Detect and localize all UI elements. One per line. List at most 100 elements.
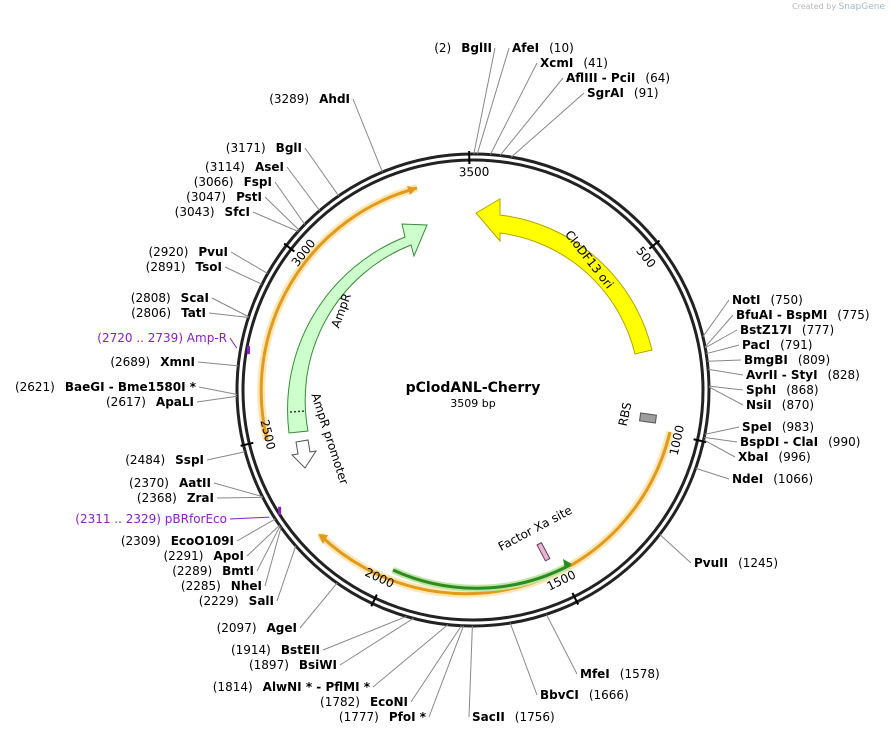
enzyme-name: BglII [461, 41, 492, 55]
site-label: (2484)SspI [125, 453, 204, 467]
site-position: (2370) [129, 476, 169, 490]
site-label: (2285)NheI [181, 579, 262, 593]
site-position: (3047) [186, 190, 226, 204]
restriction-site: (2370) AatII [129, 476, 263, 498]
site-leader [708, 385, 744, 391]
enzyme-name: PfoI * [389, 710, 427, 724]
enzyme-name: BstZ17I [740, 323, 792, 337]
enzyme-name: ZraI [187, 491, 214, 505]
restriction-site: (1814) AlwNI * - PflMI * [213, 624, 449, 694]
site-leader [211, 297, 249, 318]
restriction-site: (2689)XmnI [110, 355, 239, 369]
site-leader [704, 436, 738, 443]
enzyme-name: AatII [179, 476, 211, 490]
enzyme-name: MfeI [580, 667, 610, 681]
site-position: (2368) [137, 491, 177, 505]
enzyme-name: EcoNI [370, 695, 408, 709]
enzyme-name: BspDI - ClaI [740, 435, 818, 449]
ampr-promoter-label: AmpR promoter [308, 391, 351, 486]
factor-xa-box [536, 541, 551, 562]
site-leader [197, 361, 239, 367]
site-position: (828) [828, 368, 860, 382]
site-position: (775) [837, 308, 869, 322]
rbs-label: RBS [616, 401, 635, 427]
restriction-site: (2920) PvuI [148, 245, 268, 274]
site-label: AvrII - StyI(828) [746, 368, 860, 382]
restriction-site: (3047)PstI [186, 190, 300, 231]
ampr-promoter-arrow [290, 439, 318, 469]
enzyme-name: SgrAI [587, 86, 624, 100]
restriction-site: (2289)BmtI [172, 525, 281, 578]
enzyme-name: AlwNI * - PflMI * [263, 680, 371, 694]
site-position: (2920) [148, 245, 188, 259]
restriction-site: (2808)ScaI [131, 291, 249, 318]
site-leader [198, 386, 238, 396]
plasmid-name: pClodANL-Cherry [406, 380, 541, 396]
site-leader [372, 624, 449, 688]
site-label: (2621)BaeGI - Bme1580I * [15, 380, 197, 394]
restriction-site: (2617)ApaLI [106, 395, 238, 409]
restriction-site: (1782)EcoNI [320, 625, 462, 709]
site-position: (2289) [172, 564, 212, 578]
restriction-site: AflIII - PciI(64) [499, 71, 670, 156]
site-label: (2291)ApoI [164, 549, 245, 563]
green-arc-line [392, 563, 571, 590]
enzyme-name: ApoI [213, 549, 244, 563]
tick-label: 2500 [257, 418, 278, 451]
orange-arc-bottom-head [318, 534, 328, 544]
restriction-site: XcmI(41) [489, 56, 608, 155]
site-position: (1666) [589, 688, 629, 702]
site-position: (1245) [738, 556, 778, 570]
site-leader [264, 527, 282, 587]
site-leader [708, 368, 744, 376]
enzyme-name: PvuI [198, 245, 228, 259]
primer-label: (2311 .. 2329) pBRforEco [75, 512, 227, 526]
site-position: (64) [645, 71, 670, 85]
restriction-site: (2291)ApoI [164, 524, 280, 563]
enzyme-name: BglI [276, 141, 302, 155]
site-leader [224, 266, 263, 285]
site-leader [230, 251, 268, 274]
green-arc [391, 559, 572, 592]
enzyme-name: PacI [742, 338, 770, 352]
site-label: BmgBI(809) [744, 353, 830, 367]
enzyme-name: TsoI [196, 260, 222, 274]
enzyme-name: SalI [249, 594, 274, 608]
restriction-site: (2368) ZraI [137, 491, 263, 505]
site-position: (2689) [110, 355, 150, 369]
site-label: NsiI(870) [746, 398, 814, 412]
site-label: (1814) AlwNI * - PflMI * [213, 680, 371, 694]
site-leader [299, 582, 338, 629]
enzyme-name: ScaI [181, 291, 209, 305]
site-position: (2484) [125, 453, 165, 467]
factor-xa: Factor Xa site [496, 503, 575, 562]
site-leader [274, 181, 306, 225]
restriction-site: SgrAI(91) [510, 86, 659, 158]
site-label: SacII(1756) [472, 710, 555, 724]
site-position: (1777) [339, 710, 379, 724]
site-position: (750) [771, 293, 803, 307]
enzyme-name: BsiWI [299, 658, 337, 672]
site-position: (2) [434, 41, 451, 55]
site-position: (1914) [231, 643, 271, 657]
site-position: (777) [802, 323, 834, 337]
site-position: (1897) [249, 658, 289, 672]
primer-leader [229, 337, 238, 349]
site-leader [510, 92, 585, 158]
factor-xa-label: Factor Xa site [496, 503, 575, 554]
rbs-box [638, 412, 658, 424]
enzyme-name: XbaI [738, 450, 768, 464]
enzyme-name: NheI [231, 579, 262, 593]
restriction-site: PvuII (1245) [659, 534, 778, 570]
tick-mark [693, 438, 707, 444]
site-leader [706, 344, 740, 355]
site-label: (2368) ZraI [137, 491, 214, 505]
site-label: (2097)AgeI [217, 621, 297, 635]
site-position: (2617) [106, 395, 146, 409]
site-position: (1814) [213, 680, 253, 694]
site-leader [352, 98, 383, 173]
enzyme-name: PvuII [694, 556, 728, 570]
primer-label: (2720 .. 2739) Amp-R [97, 331, 227, 345]
